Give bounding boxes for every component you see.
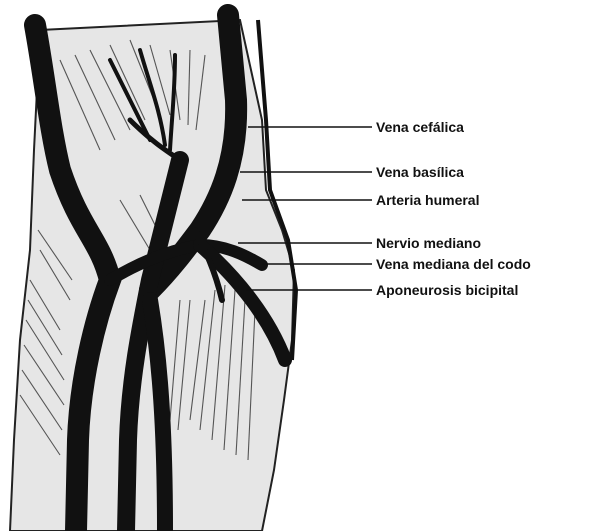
label-nervio-mediano: Nervio mediano [376, 235, 481, 251]
labels: Vena cefálica Vena basílica Arteria hume… [376, 119, 531, 298]
label-aponeurosis-bicipital: Aponeurosis bicipital [376, 282, 518, 298]
label-arteria-humeral: Arteria humeral [376, 192, 479, 208]
arm-drawing [10, 15, 296, 531]
label-vena-mediana-del-codo: Vena mediana del codo [376, 256, 531, 272]
label-vena-basilica: Vena basílica [376, 164, 464, 180]
label-vena-cefalica: Vena cefálica [376, 119, 464, 135]
